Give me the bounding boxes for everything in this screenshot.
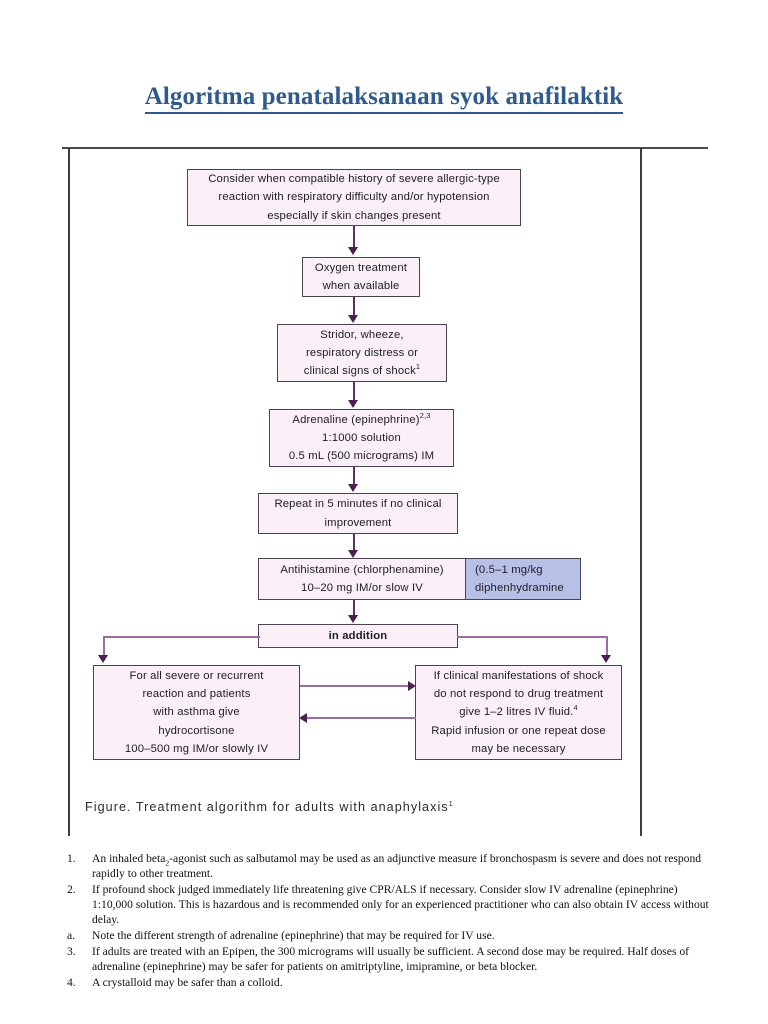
node-hydrocortisone-line-1: For all severe or recurrent	[129, 669, 264, 682]
connector-antihistamine-to-in-addition	[353, 600, 355, 618]
footnote-text: If adults are treated with an Epipen, th…	[92, 944, 690, 974]
arrow-branch-left	[98, 655, 108, 663]
footnote-marker: 1.	[67, 852, 76, 865]
node-adrenaline: Adrenaline (epinephrine)2,3 1:1000 solut…	[269, 409, 454, 467]
figure-caption-superscript: 1	[448, 798, 454, 808]
node-adrenaline-line-1: Adrenaline (epinephrine)2,3	[292, 410, 431, 426]
footnote-text: A crystalloid may be safer than a colloi…	[92, 975, 283, 989]
node-annotation-line-2: diphenhydramine	[475, 582, 564, 594]
footnote-marker: a.	[67, 929, 76, 943]
page-title-text: Algoritma penatalaksanaan syok anafilakt…	[144, 83, 624, 114]
footnote-text-post: -agonist such as salbutamol may be used …	[92, 852, 702, 881]
node-oxygen-line-1: Oxygen treatment	[314, 261, 408, 274]
node-repeat: Repeat in 5 minutes if no clinical impro…	[258, 493, 458, 534]
arrow-branch-right	[601, 655, 611, 663]
arrow-stridor-to-adrenaline	[348, 400, 358, 408]
node-antihistamine-line-2: 10–20 mg IM/or slow IV	[301, 582, 423, 594]
figure-caption-text: Figure. Treatment algorithm for adults w…	[85, 800, 449, 814]
node-antihistamine-line-1: Antihistamine (chlorphenamine)	[280, 563, 444, 576]
node-stridor-line-2: respiratory distress or	[305, 346, 419, 359]
node-adrenaline-line-3: 0.5 mL (500 micrograms) IM	[288, 450, 435, 463]
footnote-subscript: 2	[165, 858, 170, 868]
arrow-to-fluid	[408, 681, 416, 691]
branch-vline-left	[103, 636, 105, 658]
arrow-antihistamine-to-in-addition	[348, 615, 358, 623]
node-in-addition: in addition	[258, 624, 458, 648]
connector-oxygen-to-stridor	[353, 297, 355, 318]
node-oxygen: Oxygen treatment when available	[302, 257, 420, 297]
figure-frame	[62, 147, 708, 837]
node-annotation-line-1: (0.5–1 mg/kg	[475, 563, 543, 576]
footnote-item: 2. If profound shock judged immediately l…	[64, 882, 720, 928]
node-antihistamine-annotation: (0.5–1 mg/kg diphenhydramine	[465, 558, 581, 600]
footnote-text-pre: An inhaled beta	[92, 852, 166, 865]
node-in-addition-label: in addition	[328, 629, 388, 642]
branch-vline-right	[606, 636, 608, 658]
footnote-marker: 2.	[67, 882, 76, 896]
node-hydrocortisone-line-5: 100–500 mg IM/or slowly IV	[124, 742, 269, 755]
node-fluid-line-2: do not respond to drug treatment	[433, 688, 604, 701]
footnote-marker: 4.	[67, 975, 76, 989]
node-adrenaline-line-2: 1:1000 solution	[322, 431, 401, 444]
node-fluid-line-5: may be necessary	[471, 742, 566, 755]
connector-adrenaline-to-repeat	[353, 467, 355, 487]
page-title: Algoritma penatalaksanaan syok anafilakt…	[0, 83, 768, 114]
footnote-item: 4. A crystalloid may be safer than a coll…	[64, 975, 720, 990]
node-hydrocortisone-line-2: reaction and patients	[142, 688, 251, 701]
footnote-item: 3. If adults are treated with an Epipen, …	[64, 944, 720, 974]
node-fluid-superscript: 4	[573, 703, 578, 713]
connector-repeat-to-antihistamine	[353, 534, 355, 553]
node-consider-line-3: especially if skin changes present	[267, 209, 441, 222]
node-stridor-superscript: 1	[415, 362, 421, 372]
node-hydrocortisone-line-4: hydrocortisone	[158, 724, 235, 737]
footnotes-list: 1. An inhaled beta2-agonist such as salbu…	[64, 851, 720, 991]
branch-line-right	[457, 636, 607, 638]
node-consider-line-2: reaction with respiratory difficulty and…	[218, 191, 490, 204]
arrow-adrenaline-to-repeat	[348, 484, 358, 492]
node-fluid: If clinical manifestations of shock do n…	[415, 665, 622, 760]
cross-line-to-hydrocortisone	[306, 717, 416, 719]
connector-stridor-to-adrenaline	[353, 382, 355, 403]
node-repeat-line-1: Repeat in 5 minutes if no clinical	[274, 498, 442, 511]
footnote-item: 1. An inhaled beta2-agonist such as salbu…	[64, 851, 720, 881]
footnote-item: a. Note the different strength of adrenal…	[64, 928, 720, 943]
node-fluid-line-1: If clinical manifestations of shock	[433, 669, 604, 682]
node-adrenaline-superscript: 2,3	[419, 410, 431, 420]
figure-caption: Figure. Treatment algorithm for adults w…	[85, 800, 454, 814]
frame-right-border	[640, 148, 642, 836]
arrow-oxygen-to-stridor	[348, 315, 358, 323]
node-consider: Consider when compatible history of seve…	[187, 169, 521, 226]
branch-line-left	[103, 636, 260, 638]
node-stridor-line-3: clinical signs of shock1	[303, 362, 421, 378]
flowchart: Consider when compatible history of seve…	[62, 147, 708, 847]
node-antihistamine: Antihistamine (chlorphenamine) 10–20 mg …	[258, 558, 466, 600]
node-hydrocortisone-line-3: with asthma give	[153, 706, 240, 719]
arrow-consider-to-oxygen	[348, 247, 358, 255]
node-fluid-line-3: give 1–2 litres IV fluid.4	[459, 703, 578, 719]
frame-left-border	[68, 148, 70, 836]
frame-top-border	[62, 147, 708, 149]
cross-line-to-fluid	[300, 685, 410, 687]
arrow-to-hydrocortisone	[299, 713, 307, 723]
node-stridor-line-1: Stridor, wheeze,	[320, 328, 404, 341]
node-repeat-line-2: improvement	[324, 516, 392, 529]
node-stridor: Stridor, wheeze, respiratory distress or…	[277, 324, 447, 382]
node-hydrocortisone: For all severe or recurrent reaction and…	[93, 665, 300, 760]
arrow-repeat-to-antihistamine	[348, 550, 358, 558]
node-consider-line-1: Consider when compatible history of seve…	[208, 173, 500, 186]
node-oxygen-line-2: when available	[322, 280, 400, 292]
footnote-text: Note the different strength of adrenalin…	[92, 929, 495, 943]
connector-consider-to-oxygen	[353, 226, 355, 249]
footnote-text: If profound shock judged immediately lif…	[92, 882, 709, 927]
footnote-marker: 3.	[67, 944, 76, 958]
node-fluid-line-4: Rapid infusion or one repeat dose	[431, 724, 606, 737]
